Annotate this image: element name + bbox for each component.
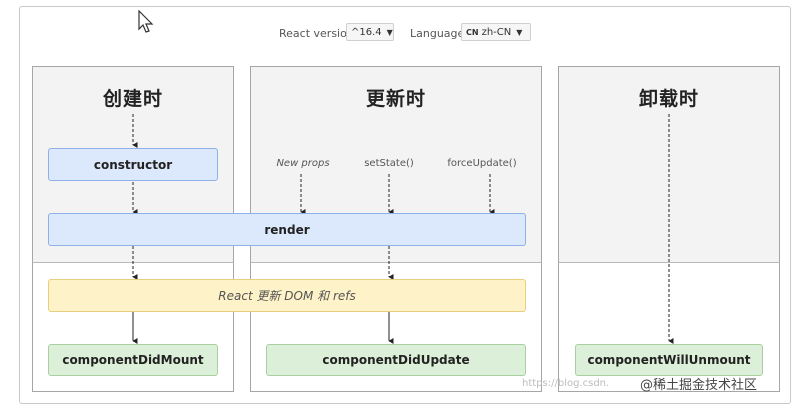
react-update-dom-box: React 更新 DOM 和 refs [48, 279, 526, 312]
component-will-unmount-box: componentWillUnmount [575, 344, 763, 376]
render-box: render [48, 213, 526, 246]
language-value: zh-CN [481, 27, 512, 38]
cn-flag-icon: CN [466, 28, 479, 37]
update-phase-title: 更新时 [365, 88, 426, 110]
chevron-down-icon: ▼ [386, 28, 393, 37]
react-version-value: ^16.4 [351, 27, 382, 38]
trigger-force-update: forceUpdate() [447, 158, 517, 169]
component-did-mount-box: componentDidMount [48, 344, 218, 376]
trigger-set-state: setState() [364, 158, 414, 169]
component-did-update-box: componentDidUpdate [266, 344, 526, 376]
language-label: Language [410, 27, 465, 40]
unmount-phase-title: 卸载时 [638, 88, 699, 110]
trigger-new-props: New props [276, 158, 330, 169]
watermark-url: https://blog.csdn. [522, 378, 610, 389]
mouse-cursor-icon [138, 10, 154, 33]
chevron-down-icon: ▼ [516, 28, 523, 37]
watermark-text: @稀土掘金技术社区 [640, 378, 758, 393]
react-version-select[interactable]: ^16.4 ▼ [346, 23, 394, 41]
react-version-label: React version [279, 27, 354, 40]
constructor-box: constructor [48, 148, 218, 181]
mount-phase-title: 创建时 [102, 88, 163, 110]
